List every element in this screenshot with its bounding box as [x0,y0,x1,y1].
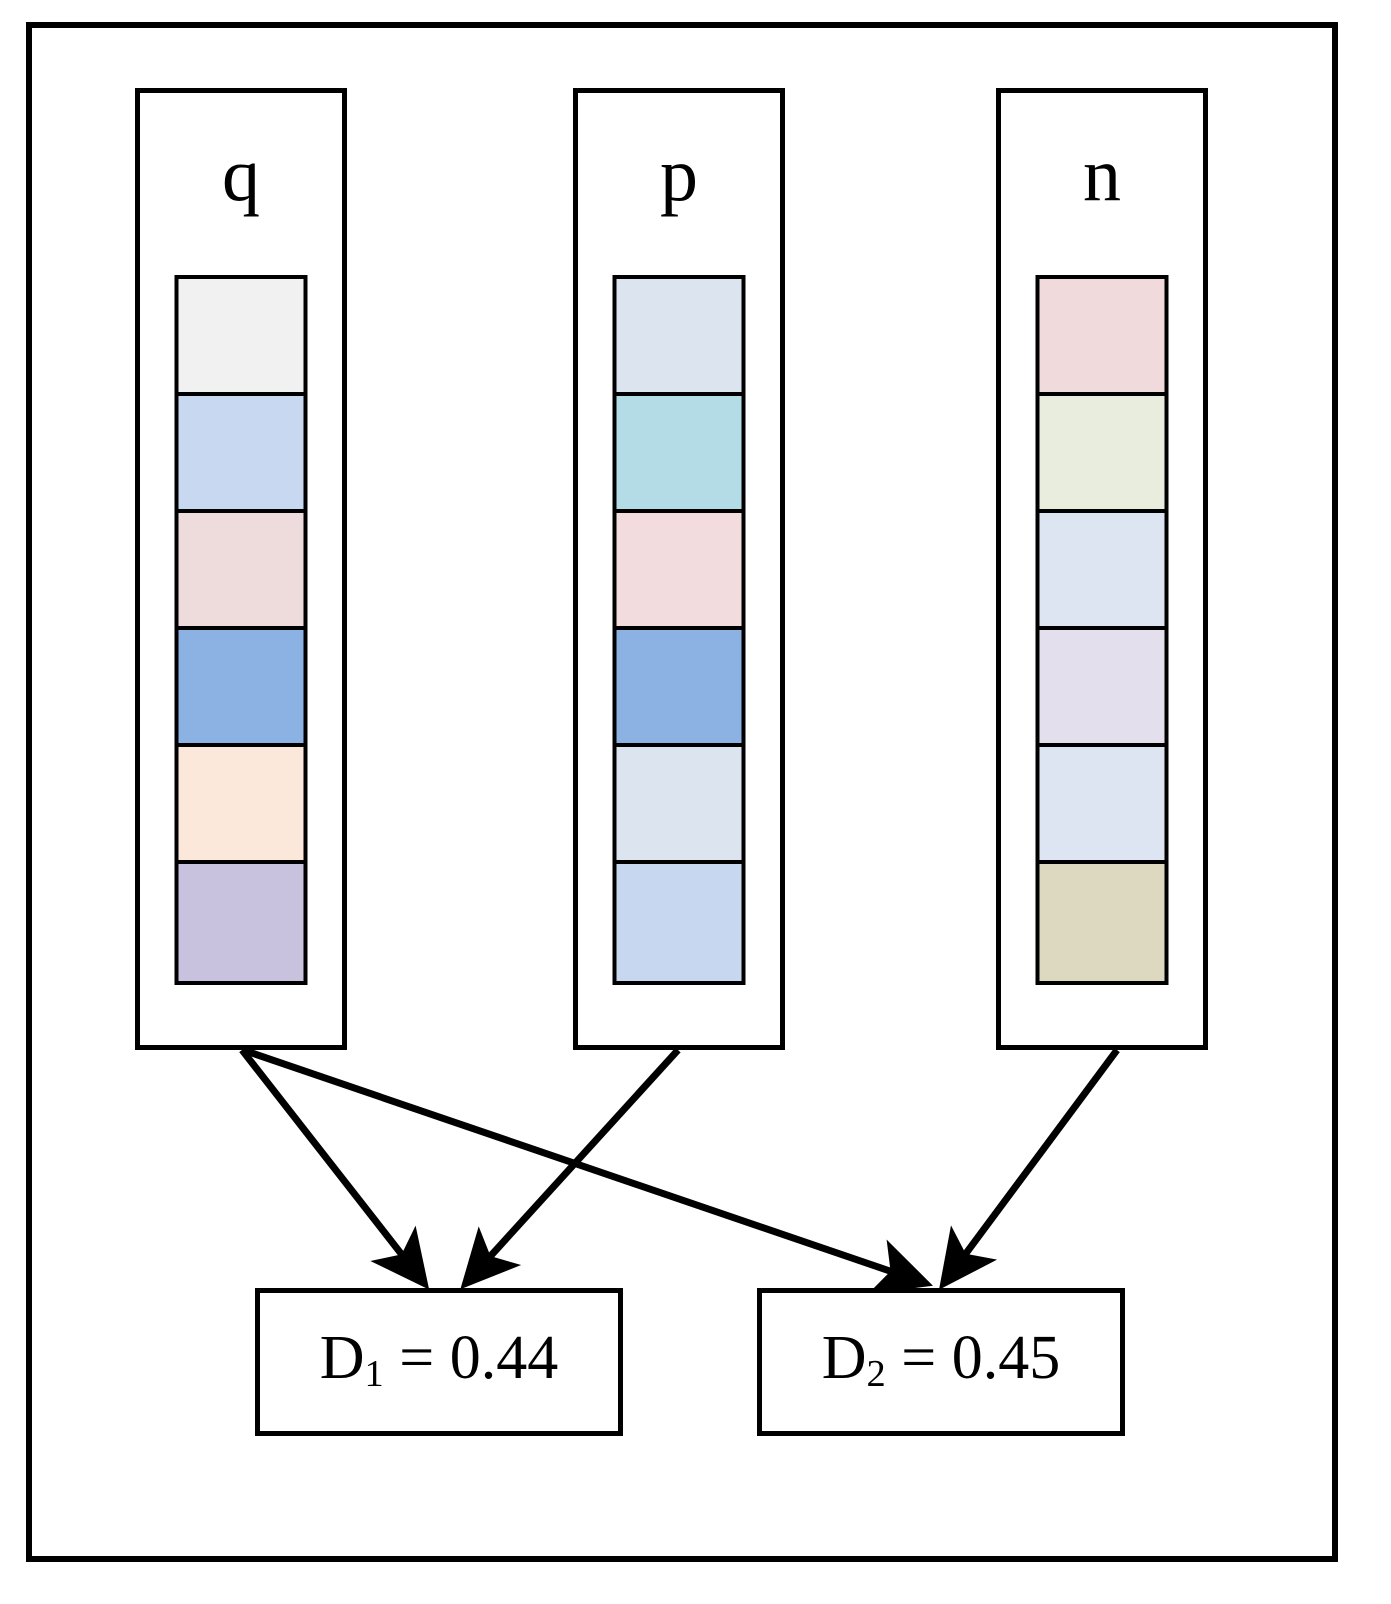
result-separator-d2: = [885,1324,952,1392]
result-separator-d1: = [383,1324,450,1392]
result-symbol-d1: D [319,1324,365,1392]
vector-column-q-label: q [222,133,260,217]
vector-cell [178,630,304,747]
result-box-d2: D2 = 0.45 [757,1288,1125,1436]
result-value-d2: 0.45 [951,1324,1061,1392]
vector-column-n-label: n [1083,133,1121,217]
vector-cell [616,513,742,630]
vector-cell [1039,513,1165,630]
vector-cell [616,747,742,864]
vector-cell [616,630,742,747]
vector-cell [178,513,304,630]
vector-cell [178,396,304,513]
result-box-d1: D1 = 0.44 [255,1288,623,1436]
vector-column-p: p [573,88,785,1050]
result-label-d1: D1 = 0.44 [320,1326,558,1398]
vector-column-p-label: p [660,133,698,217]
vector-cell [1039,864,1165,981]
vector-cell [1039,279,1165,396]
vector-column-q-cells [174,275,308,985]
vector-cell [178,747,304,864]
vector-cell [616,396,742,513]
vector-column-q: q [135,88,347,1050]
vector-column-p-cells [612,275,746,985]
vector-cell [1039,747,1165,864]
vector-column-n: n [996,88,1208,1050]
vector-cell [616,279,742,396]
result-value-d1: 0.44 [449,1324,559,1392]
result-subscript-d2: 2 [866,1353,886,1396]
result-symbol-d2: D [821,1324,867,1392]
result-label-d2: D2 = 0.45 [822,1326,1060,1398]
vector-cell [616,864,742,981]
vector-cell [1039,630,1165,747]
vector-column-n-cells [1035,275,1169,985]
result-subscript-d1: 1 [364,1353,384,1396]
vector-cell [1039,396,1165,513]
vector-cell [178,864,304,981]
vector-cell [178,279,304,396]
